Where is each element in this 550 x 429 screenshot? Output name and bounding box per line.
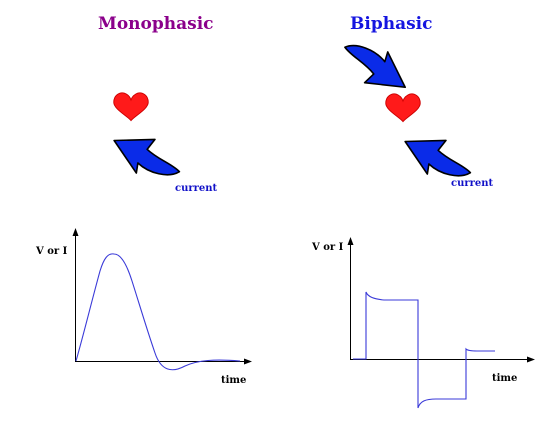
biphasic-y-arrowhead	[347, 237, 354, 245]
biphasic-axes	[347, 237, 535, 363]
monophasic-y-arrowhead	[72, 228, 79, 236]
monophasic-title: Monophasic	[98, 14, 214, 34]
biphasic-incoming-arrow-icon	[333, 32, 417, 102]
biphasic-waveform	[353, 291, 495, 409]
monophasic-waveform	[75, 253, 241, 371]
biphasic-heart-icon	[385, 93, 421, 123]
monophasic-current-label: current	[175, 183, 218, 194]
monophasic-x-arrowhead	[244, 358, 252, 365]
monophasic-x-axis-label: time	[221, 375, 247, 386]
monophasic-y-axis-label: V or I	[36, 246, 68, 257]
monophasic-heart-icon	[113, 92, 149, 122]
biphasic-x-axis-label: time	[492, 373, 518, 384]
monophasic-axes	[72, 228, 252, 365]
biphasic-current-label: current	[451, 178, 494, 189]
biphasic-y-axis-label: V or I	[312, 242, 344, 253]
biphasic-title: Biphasic	[350, 14, 433, 34]
monophasic-current-arrow-icon	[105, 125, 188, 188]
biphasic-x-arrowhead	[527, 356, 535, 363]
